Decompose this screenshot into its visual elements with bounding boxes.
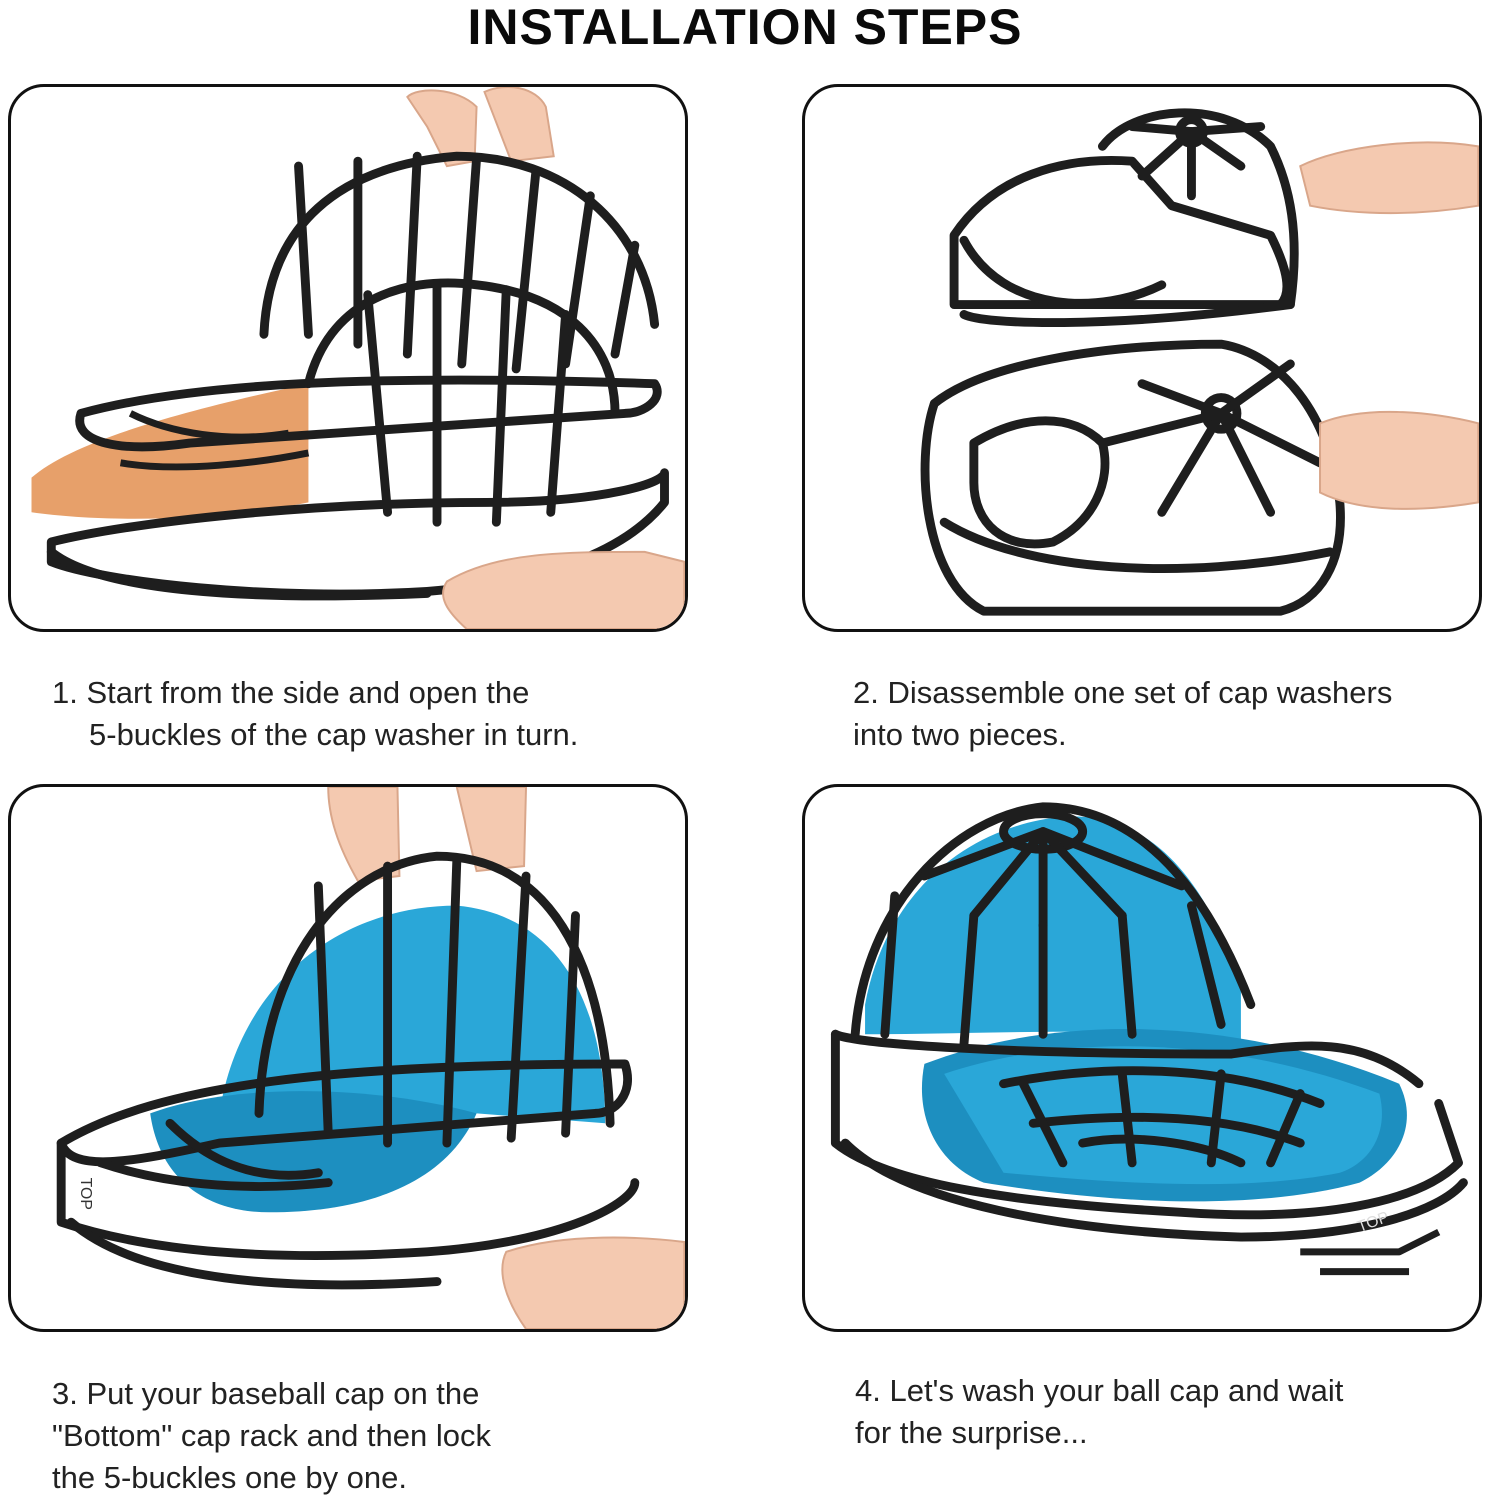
cap-washer-open-illustration — [31, 87, 685, 629]
step-3-line-2: "Bottom" cap rack and then lock — [52, 1418, 492, 1453]
step-4-line-1: 4. Let's wash your ball cap and wait — [855, 1373, 1344, 1408]
rack-label-top: TOP — [77, 1178, 94, 1210]
page-title: INSTALLATION STEPS — [467, 0, 1023, 55]
step-1-line-1: 1. Start from the side and open the — [52, 675, 530, 710]
step-3-image: TOP — [8, 784, 688, 1332]
step-3-line-1: 3. Put your baseball cap on the — [52, 1376, 480, 1411]
step-2-line-2: into two pieces. — [853, 717, 1067, 752]
cap-washer-halves-illustration — [920, 108, 1479, 616]
step-4-caption: 4. Let's wash your ball cap and wait for… — [855, 1370, 1343, 1454]
step-1-image — [8, 84, 688, 632]
step-3-caption: 3. Put your baseball cap on the "Bottom"… — [52, 1373, 491, 1499]
step-4-line-2: for the surprise... — [855, 1415, 1088, 1450]
step-4-image: TOP — [802, 784, 1482, 1332]
step-3-line-3: the 5-buckles one by one. — [52, 1460, 408, 1495]
cap-in-bottom-rack-illustration: TOP — [56, 787, 685, 1329]
rack-label-top-4: TOP — [1355, 1209, 1391, 1236]
cap-locked-in-cage-illustration: TOP — [830, 802, 1468, 1276]
step-1-caption: 1. Start from the side and open the 5-bu… — [52, 672, 578, 756]
step-2-image — [802, 84, 1482, 632]
step-1-line-2: 5-buckles of the cap washer in turn. — [89, 717, 579, 752]
step-2-line-1: 2. Disassemble one set of cap washers — [853, 675, 1393, 710]
step-2-caption: 2. Disassemble one set of cap washers in… — [853, 672, 1392, 756]
